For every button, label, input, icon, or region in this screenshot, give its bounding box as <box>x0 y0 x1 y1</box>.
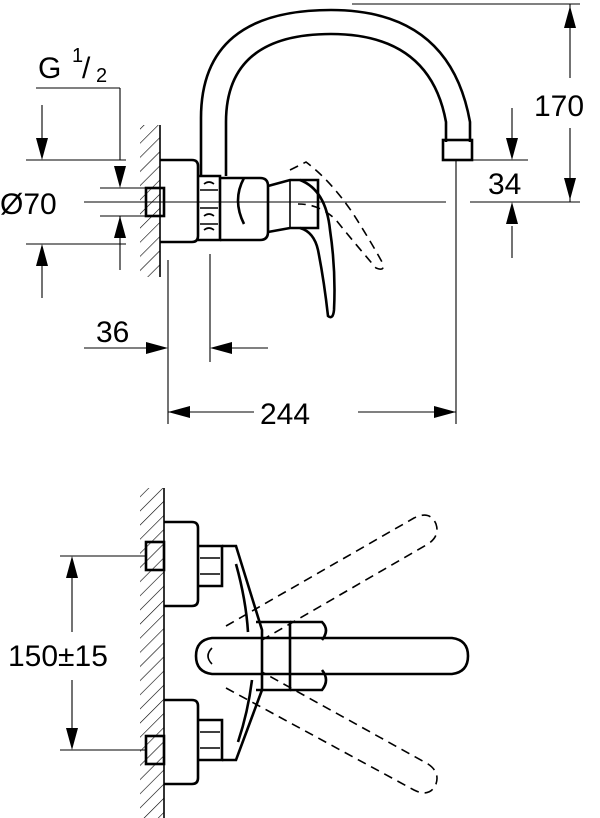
spout-height-label: 170 <box>534 90 584 123</box>
spout-height-dimension: 170 <box>352 3 584 202</box>
wall-offset-dimension: 36 <box>84 254 268 362</box>
thread-denominator: 2 <box>96 65 107 87</box>
lever-handle-alt <box>289 161 384 270</box>
center-distance-dimension: 150±15 <box>8 555 146 751</box>
center-distance-label: 150±15 <box>8 640 108 673</box>
thread-label: G <box>38 52 61 85</box>
plan-spout-swing <box>225 514 438 794</box>
plan-view: 150±15 <box>8 488 470 818</box>
upper-inlet <box>144 520 224 608</box>
plan-body <box>222 544 328 762</box>
mixer-body <box>220 176 320 242</box>
plan-spout <box>194 636 470 676</box>
wall-offset-label: 36 <box>96 316 129 349</box>
connection-nut <box>198 174 222 242</box>
spout-offset-dimension: 34 <box>470 108 580 258</box>
thread-numerator: 1 <box>72 45 83 67</box>
side-view: G 1 / 2 Ø70 170 34 <box>0 3 584 431</box>
wall-hatch-bottom <box>140 488 165 818</box>
spout-offset-label: 34 <box>488 168 521 201</box>
thread-dimension: G 1 / 2 <box>26 45 146 298</box>
total-length-label: 244 <box>260 398 310 431</box>
diameter-label: Ø70 <box>0 188 57 221</box>
spout <box>199 8 474 176</box>
wall-hatch-top <box>140 125 161 277</box>
total-length-dimension: 244 <box>167 160 457 431</box>
thread-slash: / <box>82 52 91 85</box>
lever-handle <box>299 178 336 319</box>
